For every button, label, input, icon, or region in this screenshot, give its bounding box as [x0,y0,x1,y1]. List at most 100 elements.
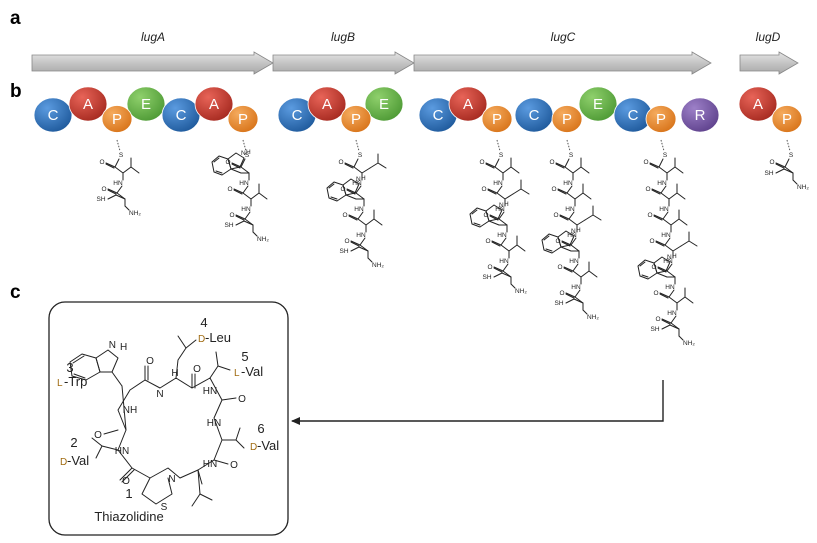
atom-O: O [227,186,232,193]
product-bond [111,371,123,387]
bond [666,166,676,174]
bond [130,166,140,174]
domain-C-luga-0 [33,97,73,133]
bond [662,218,672,226]
atom-HN: HN [356,232,366,239]
atom-HN: HN [569,258,579,265]
bond [250,192,260,200]
atom-HN: HN [354,206,364,213]
product-atom-label: O [238,394,246,405]
bond [107,188,118,194]
atom-O: O [551,186,556,193]
bond [107,189,117,195]
bond [555,163,565,169]
product-atom-label: HN [115,446,129,457]
residue-stereo-2: D [60,457,67,468]
bond [498,218,508,226]
bond [498,211,505,220]
bond [124,205,130,211]
atom-HN: HN [239,180,249,187]
bond [582,309,588,315]
bond [512,188,522,195]
bond [678,335,684,341]
bond [493,272,503,278]
residue-number-4: 4 [200,315,207,330]
panel-label-a: a [10,8,21,29]
bond [105,163,115,169]
bond [496,192,506,200]
product-bond [73,373,86,379]
domain-label: P [782,111,792,128]
indole-benzene [211,155,232,176]
domain-label: R [695,107,706,124]
domain-label: P [351,111,361,128]
bond [233,189,243,195]
bond [491,240,502,246]
bond [659,293,669,299]
bond [493,266,504,272]
bond [485,163,495,169]
bond [242,192,252,200]
atom-HN: HN [113,180,123,187]
atom-HN: HN [493,180,503,187]
bond [565,298,575,304]
product-bond [95,445,103,459]
indole-benzene [469,207,490,228]
bond [574,289,581,298]
bond [566,192,576,200]
domain-A-luga-1 [68,86,108,122]
bond [580,270,590,278]
bond [658,166,668,174]
atom-O: O [338,159,343,166]
product-atom-H: H [120,342,127,353]
gene-label-lugc: lugC [551,30,576,44]
gene-label-lugd: lugD [756,30,781,44]
atom-S: S [569,152,574,159]
bond [489,214,500,220]
bond [350,240,361,246]
atom-HN: HN [571,284,581,291]
bond [582,192,592,200]
atom-O: O [340,186,345,193]
bond [520,188,530,195]
bond [242,139,247,152]
bond [674,166,684,174]
gene-label-luga: lugA [141,30,165,44]
product-atom-label: O [193,364,201,375]
product-bond [235,427,241,441]
domain-A-lugd-0 [738,86,778,122]
bond [783,168,794,174]
bond [355,139,360,152]
atom-O: O [557,264,562,271]
atom-O: O [99,159,104,166]
atom-HN: HN [659,206,669,213]
bond [235,214,246,220]
bond [115,194,126,200]
bond [678,218,688,226]
domain-label: C [292,107,303,124]
domain-label: A [463,96,473,113]
bond [107,194,117,200]
bond [485,162,496,168]
bond [345,194,357,200]
atom-O: O [555,238,560,245]
bond [357,218,367,226]
atom-S: S [245,152,250,159]
atom-HN: HN [665,284,675,291]
bond [235,215,245,221]
bond [584,214,594,221]
product-indole-benzene [69,353,101,381]
bond [641,274,649,278]
bond [328,183,335,189]
bond [471,209,478,215]
bond [639,261,646,267]
bond [666,270,676,278]
atom-O: O [649,238,654,245]
bond [570,244,580,252]
bond [215,170,223,174]
atom-O: O [344,238,349,245]
bond [487,189,497,195]
